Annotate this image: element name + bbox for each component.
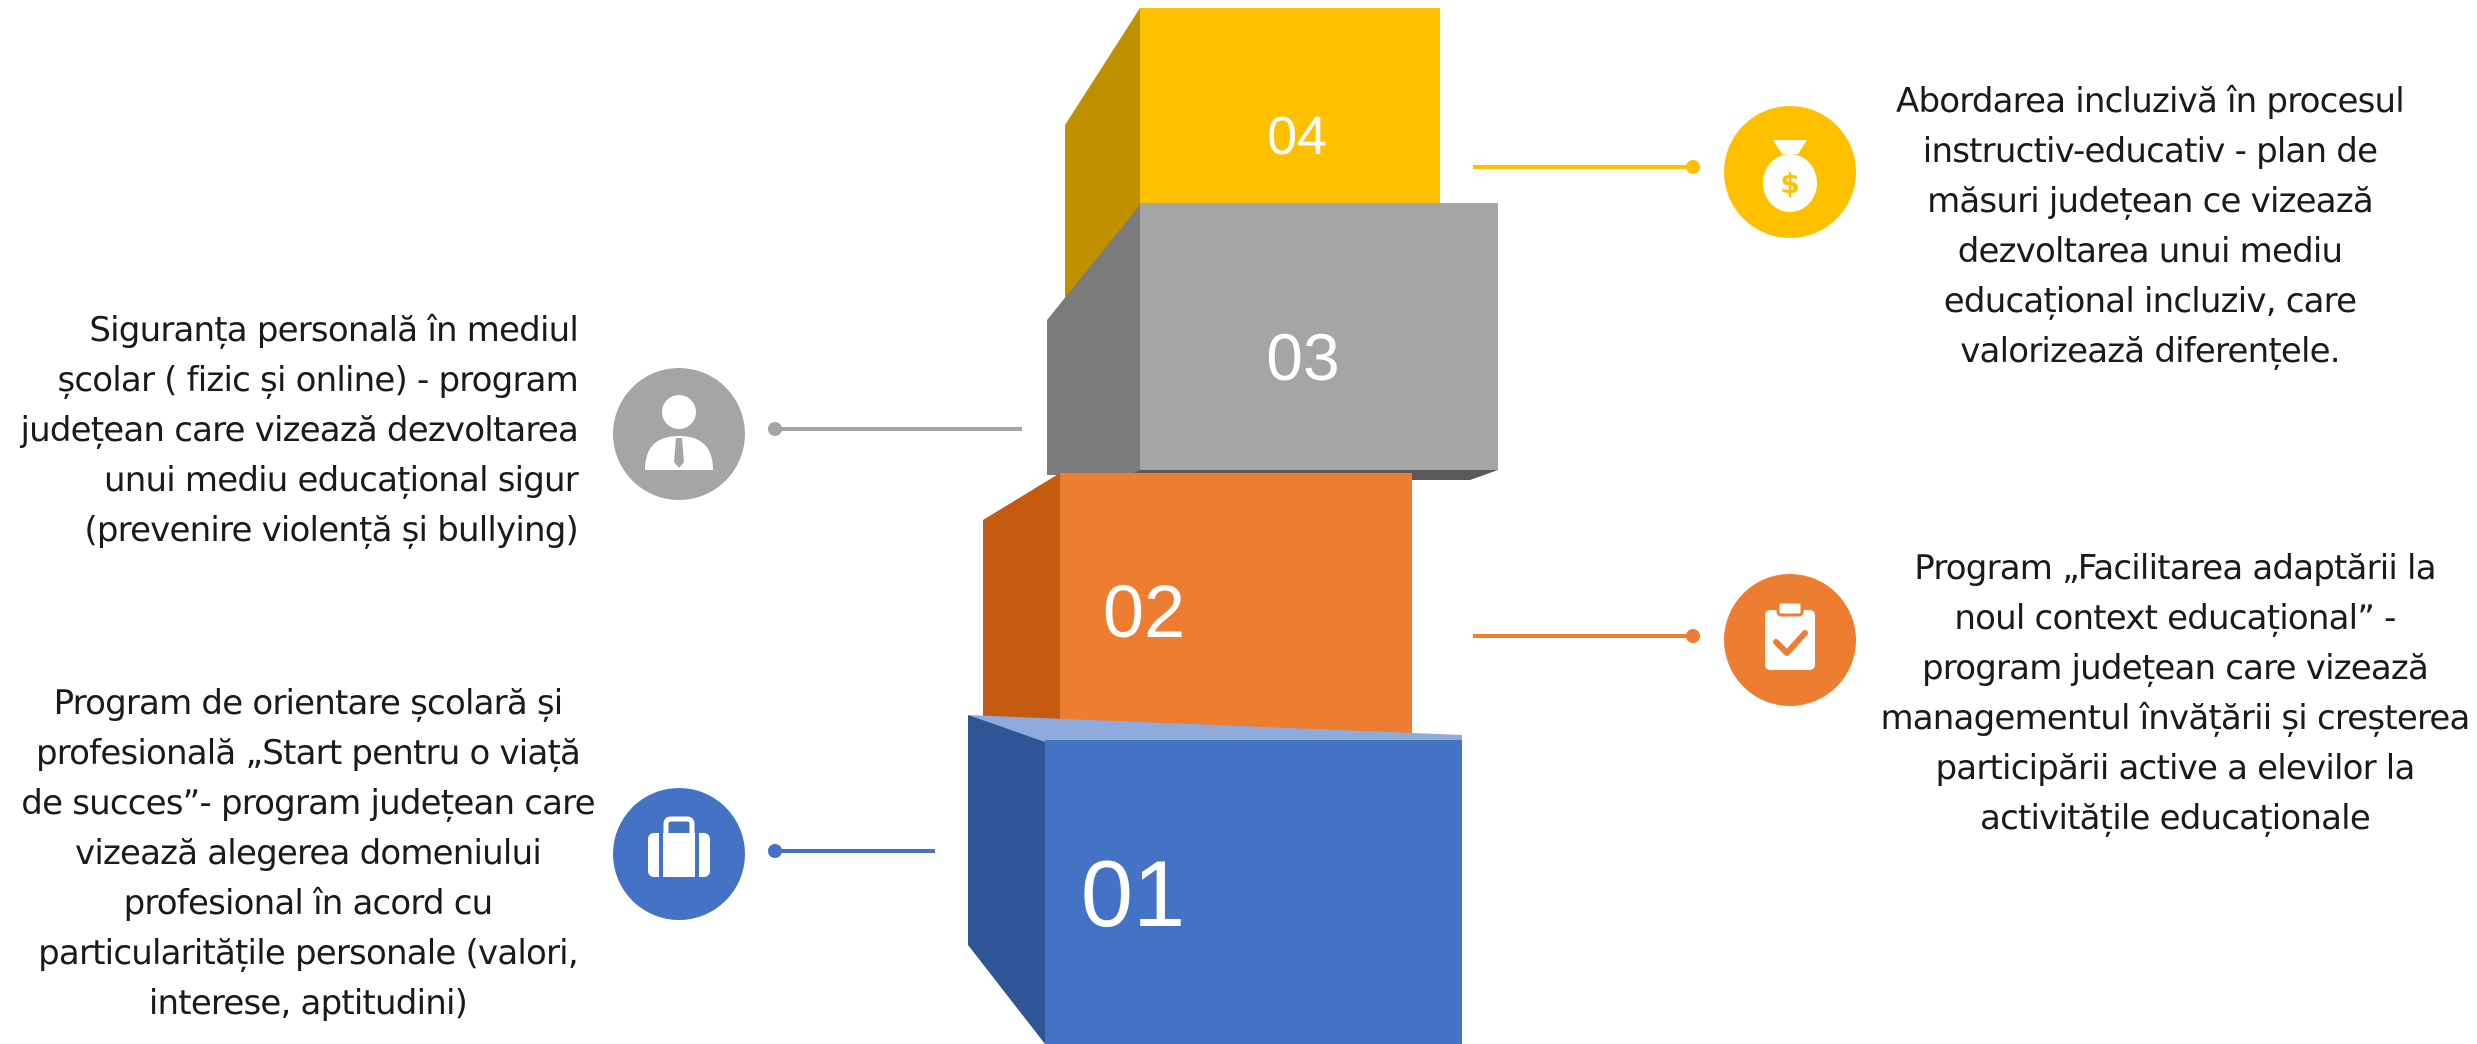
block-01-front	[1045, 740, 1462, 1044]
block-03-front	[1140, 203, 1498, 470]
block-01	[968, 715, 1462, 1044]
clipboard-check-icon	[1724, 574, 1856, 706]
connector-04	[1473, 160, 1700, 174]
block-02-side	[983, 473, 1060, 735]
connector-01	[768, 844, 935, 858]
block-02-number: 02	[1103, 570, 1185, 653]
step-04-description: Abordarea incluzivă în procesul instruct…	[1896, 81, 2405, 371]
block-03	[1047, 203, 1498, 480]
block-01-top	[968, 715, 1462, 745]
connector-02	[1473, 629, 1700, 643]
block-04-number: 04	[1267, 106, 1327, 166]
money-bag-icon: $	[1724, 106, 1856, 238]
block-01-number: 01	[1081, 841, 1186, 946]
connector-03	[768, 422, 1022, 436]
briefcase-icon	[613, 788, 745, 920]
step-03-description: Siguranța personală în mediul școlar ( f…	[20, 310, 578, 550]
svg-text:$: $	[1780, 167, 1799, 200]
block-03-number: 03	[1266, 320, 1339, 394]
block-01-side	[968, 715, 1045, 1044]
step-01-description: Program de orientare școlară și profesio…	[21, 683, 595, 1023]
step-02-description: Program „Facilitarea adaptării la noul c…	[1880, 548, 2470, 838]
block-02-front	[1060, 473, 1412, 735]
block-04-front	[1140, 8, 1440, 205]
block-03-side	[1047, 205, 1140, 475]
person-icon	[613, 368, 745, 500]
block-02	[983, 473, 1412, 735]
